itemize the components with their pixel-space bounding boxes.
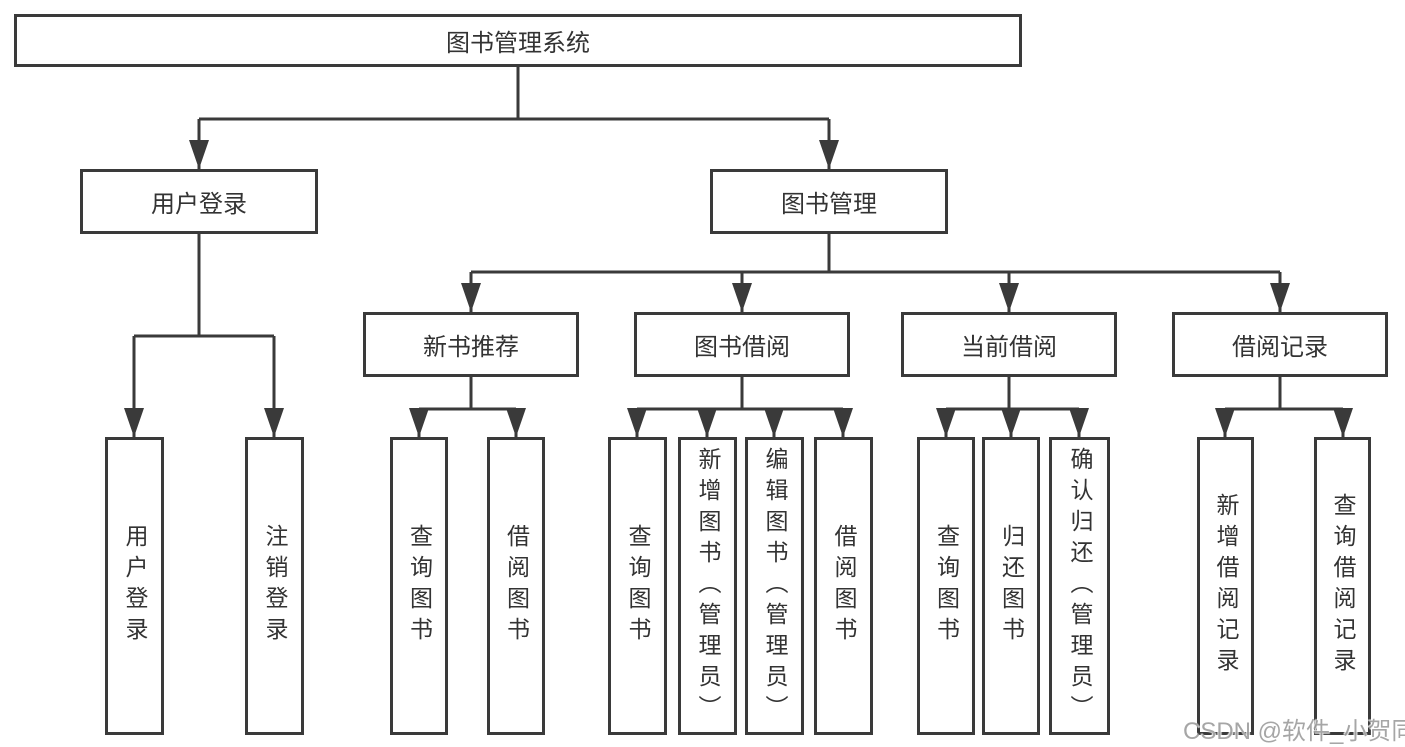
connector-book-borrow-trunk <box>637 377 843 411</box>
node-book-borrow: 图书借阅 <box>634 312 850 377</box>
node-book-management: 图书管理 <box>710 169 948 234</box>
leaf-add-borrow-record: 新增借阅记录 <box>1197 437 1254 735</box>
leaf-query-books-2: 查询图书 <box>608 437 667 735</box>
leaf-query-borrow-record-label: 查询借阅记录 <box>1330 493 1356 679</box>
connector-current-borrow-trunk <box>946 377 1079 411</box>
leaf-confirm-return-admin: 确认归还（管理员） <box>1049 437 1110 735</box>
node-new-book-recommend-label: 新书推荐 <box>423 334 519 361</box>
leaf-query-books-1-label: 查询图书 <box>406 524 433 648</box>
leaf-add-book-admin: 新增图书（管理员） <box>678 437 737 735</box>
node-new-book-recommend: 新书推荐 <box>363 312 579 377</box>
leaf-edit-book-admin-label: 编辑图书（管理员） <box>762 446 788 726</box>
leaf-borrow-books-2-label: 借阅图书 <box>831 524 857 648</box>
node-library-system-label: 图书管理系统 <box>446 30 590 57</box>
leaf-logout-label: 注销登录 <box>262 524 288 648</box>
node-user-login: 用户登录 <box>80 169 318 234</box>
leaf-query-books-1: 查询图书 <box>390 437 448 735</box>
leaf-query-books-2-label: 查询图书 <box>625 524 651 648</box>
leaf-borrow-books-1-label: 借阅图书 <box>503 524 530 648</box>
connector-borrow-records-trunk <box>1225 377 1343 411</box>
leaf-borrow-books-2: 借阅图书 <box>814 437 873 735</box>
leaf-query-books-3: 查询图书 <box>917 437 975 735</box>
connector-book-management-trunk <box>471 234 1280 274</box>
connector-root-trunk <box>199 66 829 121</box>
leaf-confirm-return-admin-label: 确认归还（管理员） <box>1067 446 1093 726</box>
leaf-query-books-3-label: 查询图书 <box>933 524 960 648</box>
leaf-user-login: 用户登录 <box>105 437 164 735</box>
node-library-system: 图书管理系统 <box>14 14 1022 67</box>
leaf-add-book-admin-label: 新增图书（管理员） <box>695 446 721 726</box>
node-book-management-label: 图书管理 <box>781 191 877 218</box>
leaf-user-login-label: 用户登录 <box>122 524 148 648</box>
leaf-return-book: 归还图书 <box>982 437 1040 735</box>
node-user-login-label: 用户登录 <box>151 191 247 218</box>
csdn-watermark: CSDN @软件_小贺同学 <box>1183 718 1405 745</box>
leaf-borrow-books-1: 借阅图书 <box>487 437 545 735</box>
leaf-return-book-label: 归还图书 <box>998 524 1025 648</box>
leaf-query-borrow-record: 查询借阅记录 <box>1314 437 1371 735</box>
connector-user-login-trunk <box>134 234 274 338</box>
leaf-logout: 注销登录 <box>245 437 304 735</box>
node-current-borrow: 当前借阅 <box>901 312 1117 377</box>
node-book-borrow-label: 图书借阅 <box>694 334 790 361</box>
leaf-edit-book-admin: 编辑图书（管理员） <box>745 437 804 735</box>
node-current-borrow-label: 当前借阅 <box>961 334 1057 361</box>
leaf-add-borrow-record-label: 新增借阅记录 <box>1213 493 1239 679</box>
node-borrow-records: 借阅记录 <box>1172 312 1388 377</box>
node-borrow-records-label: 借阅记录 <box>1232 334 1328 361</box>
connector-new-book-trunk <box>419 377 516 411</box>
